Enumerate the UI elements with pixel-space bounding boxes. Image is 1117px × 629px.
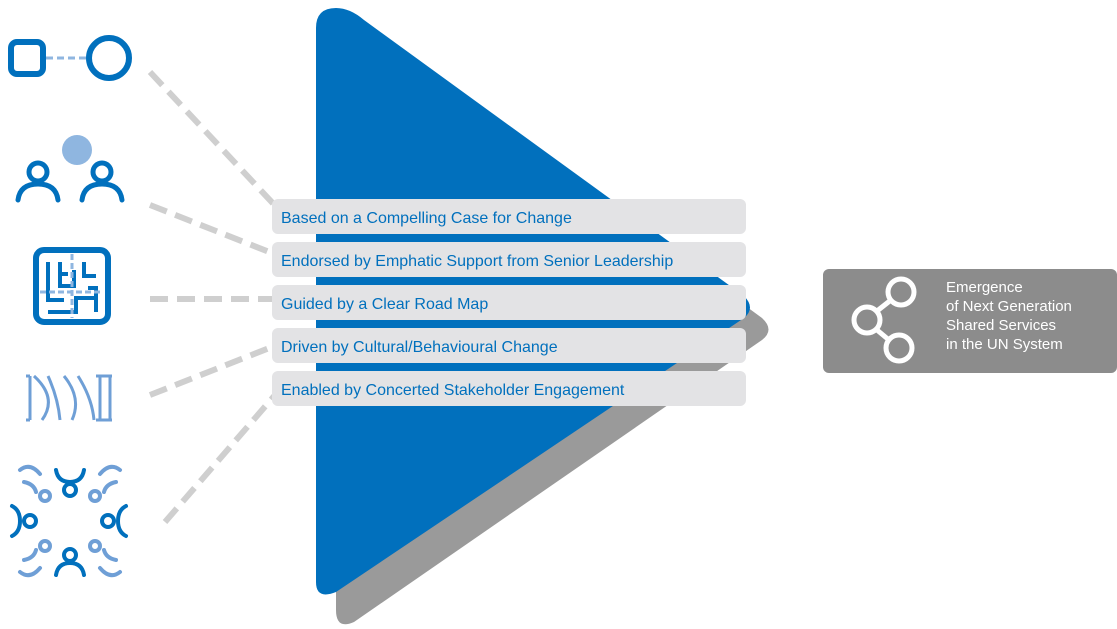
enabler-label-bg [272, 371, 746, 406]
enabler-label-bg [272, 199, 746, 234]
enabler-label: Guided by a Clear Road Map [281, 296, 488, 313]
outcome-line-4: in the UN System [946, 336, 1063, 353]
enabler-list: Based on a Compelling Case for Change En… [272, 199, 746, 406]
outcome-box-bg [823, 269, 1117, 373]
enabler-item-1: Based on a Compelling Case for Change [272, 199, 746, 234]
enabler-label: Enabled by Concerted Stakeholder Engagem… [281, 382, 625, 399]
enabler-item-4: Driven by Cultural/Behavioural Change [272, 328, 746, 363]
enabler-label-bg [272, 285, 746, 320]
enabler-label: Based on a Compelling Case for Change [281, 210, 572, 227]
connector-1 [147, 69, 285, 216]
enabler-label-bg [272, 242, 746, 277]
connector-4 [148, 340, 284, 398]
outcome-line-3: Shared Services [946, 317, 1056, 334]
people-conversation-icon [15, 135, 125, 203]
enabler-label-bg [272, 328, 746, 363]
enabler-item-2: Endorsed by Emphatic Support from Senior… [272, 242, 746, 277]
maze-map-icon [33, 247, 111, 325]
outcome-box: Emergence of Next Generation Shared Serv… [823, 269, 1117, 373]
network-nodes-icon [851, 276, 917, 364]
outcome-line-1: Emergence [946, 279, 1023, 296]
stakeholder-circle-icon [10, 464, 128, 578]
dna-icon [26, 374, 112, 422]
enabler-item-3: Guided by a Clear Road Map [272, 285, 746, 320]
connector-5 [162, 385, 285, 524]
enabler-label: Driven by Cultural/Behavioural Change [281, 339, 558, 356]
enabler-item-5: Enabled by Concerted Stakeholder Engagem… [272, 371, 746, 406]
linked-shapes-icon [8, 35, 132, 81]
outcome-line-2: of Next Generation [946, 298, 1072, 315]
connector-2 [148, 202, 284, 260]
enabler-label: Endorsed by Emphatic Support from Senior… [281, 253, 673, 270]
connectors [147, 69, 285, 524]
